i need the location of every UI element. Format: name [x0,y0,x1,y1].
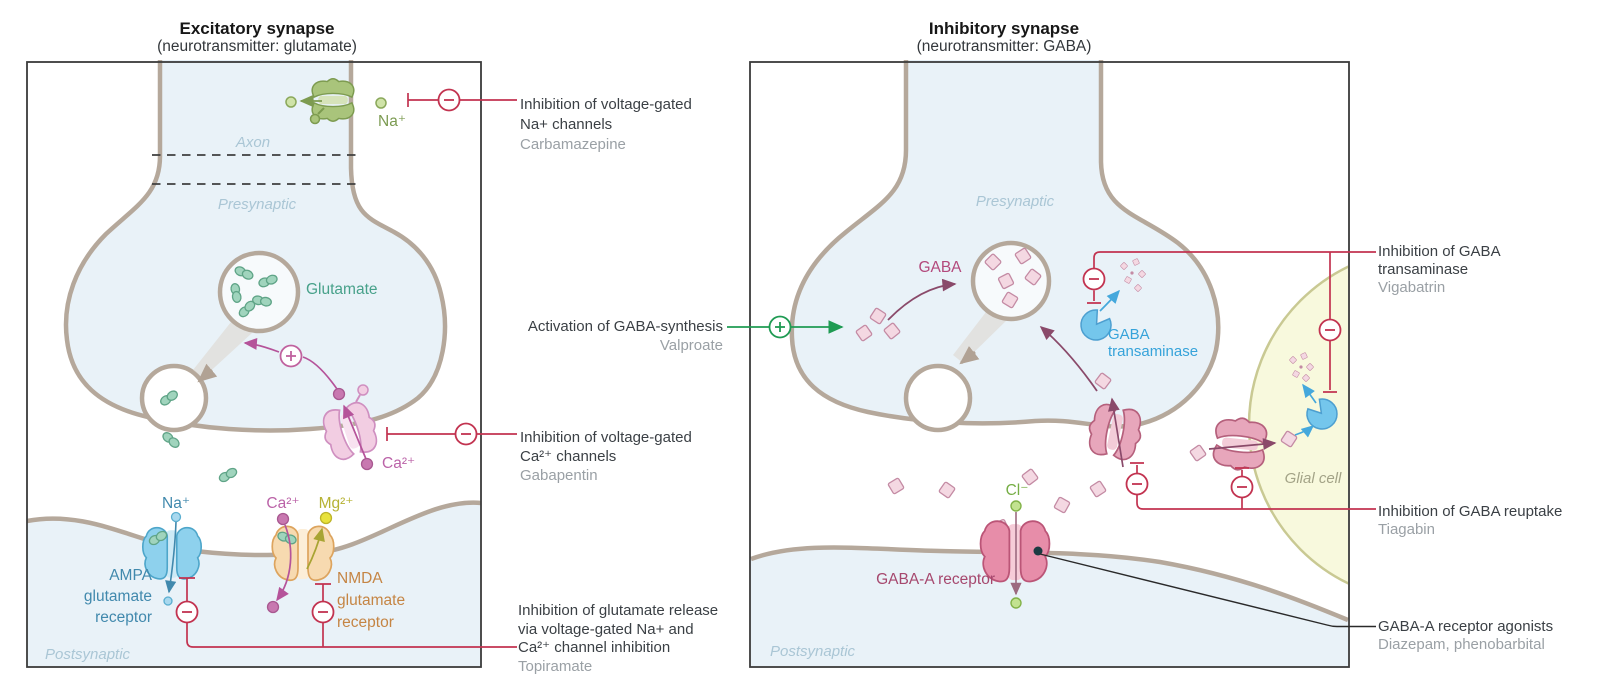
left-panel-title: Excitatory synapse [179,19,335,38]
cl-ion-top [1010,500,1022,512]
na-channel-appendage [309,113,321,125]
annotation-gaba-reuptake: Inhibition of GABA reuptake Tiagabin [1378,503,1563,538]
postsynaptic-label-left: Postsynaptic [45,646,131,663]
postsynaptic-cell [27,502,481,666]
cl-ion-bottom [1010,597,1022,609]
presynaptic-terminal-membrane [63,60,448,433]
presynaptic-label-right: Presynaptic [975,193,1055,210]
calcium-influx [243,337,374,471]
nmda-mg-flow-arrow [306,527,325,570]
glial-uptake-arrow [1208,438,1277,451]
plus-icon [768,315,792,339]
gaba-label: GABA [918,259,962,276]
ampa-na-ion-label: Na⁺ [162,495,190,512]
annotation-glutamate-release: Inhibition of glutamate release via volt… [518,602,719,675]
annotation-na-channels: Inhibition of voltage-gated Na+ channels… [520,96,692,153]
ca-channel-icon [316,398,384,464]
inhibitory-panel-border [749,61,1350,668]
glial-gaba-fragments [1288,350,1315,383]
fusing-vesicle-omega-r [903,363,973,433]
reuptake-flow-arrow [1108,397,1124,468]
activation-icon-calcium [279,344,303,368]
annotation-gaba-transaminase: Inhibition of GABA transaminase Vigabatr… [1378,243,1501,296]
postsynaptic-label-right: Postsynaptic [770,643,856,660]
nmda-ca-ion-top [276,512,290,526]
na-channel-icon [311,78,355,122]
annotation-gabaa-agonists: GABA-A receptor agonists Diazepam, pheno… [1378,618,1554,653]
ampa-na-ion-top [170,511,182,523]
funnel-arrow [197,363,218,383]
gaba-transaminase-label: GABA transaminase [1108,326,1199,360]
ca-ion-label: Ca²⁺ [382,455,416,472]
glial-inflow-arrow [1294,425,1315,438]
axon-break-lines [152,154,358,185]
gaba-fragments [1119,256,1147,293]
minus-icon [311,600,335,624]
inhibition-connectors [179,93,1376,648]
minus-icon [1082,267,1106,291]
inhibitory-panel-art [750,60,1349,666]
postsynaptic-cell-r [751,547,1348,666]
funnel-arrow-r [959,346,980,365]
nmda-ca-ion-bottom [266,600,280,614]
ampa-na-flow-arrow [165,521,177,594]
excitatory-panel-art [26,60,482,666]
annotation-gaba-synthesis: Activation of GABA-synthesis Valproate [527,318,723,354]
gabaa-receptor-label: GABA-A receptor [876,571,995,588]
axon-label: Axon [235,134,271,151]
presynaptic-label-left: Presynaptic [217,196,297,213]
gaba-to-vesicle-arrow [887,278,957,321]
na-ions [285,96,387,109]
minus-icon [437,88,461,112]
degradation-arrow [1099,289,1120,312]
ampa-receptor-label: AMPA glutamate receptor [83,567,152,626]
ampa-na-ion-bottom [163,596,173,606]
gaba-reuptake-transporter-icon [1083,401,1147,463]
agonist-binding-site-dot [1033,546,1043,556]
nmda-receptor-icon [271,525,335,582]
excitatory-panel-border [26,61,482,668]
minus-icon [454,422,478,446]
annotation-ca-channels: Inhibition of voltage-gated Ca²⁺ channel… [520,429,692,484]
minus-icon [175,600,199,624]
minus-icon [1318,318,1342,342]
glutamate-label: Glutamate [306,281,378,298]
nmda-ca-ion-label: Ca²⁺ [266,495,300,512]
cl-ion-label: Cl⁻ [1005,482,1029,499]
glial-degradation-arrow [1302,383,1317,404]
nmda-mg-ion [319,511,333,525]
minus-icon [1230,475,1254,499]
nmda-receptor-label: NMDA glutamate receptor [337,570,406,631]
right-panel-title: Inhibitory synapse [928,19,1080,38]
reuptake-to-vesicle-arrow [1039,325,1098,392]
nmda-ca-flow-arrow [276,524,292,602]
gabaa-receptor-icon [979,520,1051,583]
na-ion-label: Na⁺ [378,113,406,130]
glial-cell-label: Glial cell [1284,470,1342,487]
postsynaptic-membrane-r [750,545,1349,623]
left-panel-subtitle: (neurotransmitter: glutamate) [157,38,357,55]
postsynaptic-membrane [26,500,482,558]
agonist-pointer-line [1039,553,1376,628]
glial-cell [1247,265,1348,585]
nmda-mg-ion-label: Mg²⁺ [318,495,354,512]
minus-icon [1125,472,1149,496]
right-panel-subtitle: (neurotransmitter: GABA) [916,38,1092,55]
